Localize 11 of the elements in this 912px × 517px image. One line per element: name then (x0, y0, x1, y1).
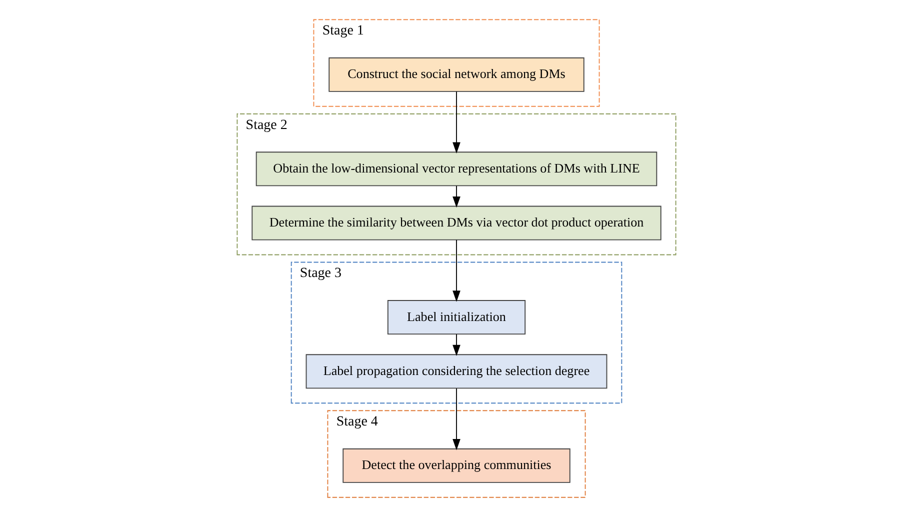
arrow (452, 185, 460, 208)
node-box: Label propagation considering the selection degree (305, 354, 607, 389)
node-box: Label initialization (386, 300, 526, 335)
node-box: Detect the overlapping communities (342, 448, 570, 483)
arrow (452, 240, 460, 302)
node-box: Determine the similarity between DMs via vector dot product operation (251, 206, 661, 240)
arrow (452, 91, 460, 154)
arrow (452, 388, 460, 450)
arrow (452, 334, 460, 356)
node-box: Obtain the low-dimensional vector representations of DMs with LINE (255, 152, 657, 186)
node-box: Construct the social network among DMs (328, 57, 584, 92)
